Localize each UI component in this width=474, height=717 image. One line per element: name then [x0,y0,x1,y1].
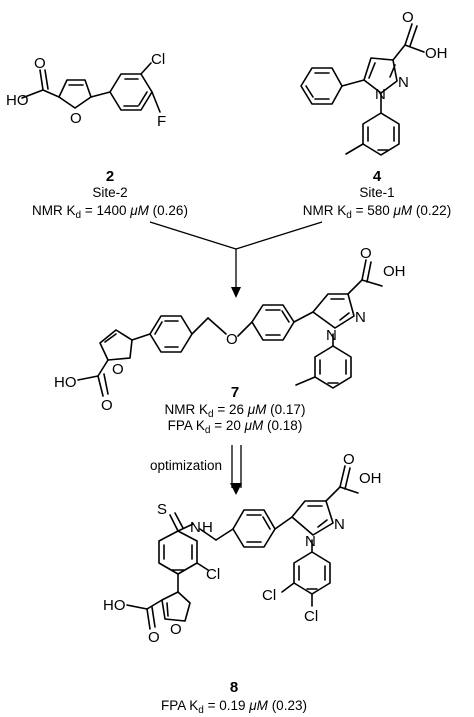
merge-arrow [149,221,323,298]
compound-2-structure [21,62,161,113]
compound-8-structure [126,465,359,630]
compound-2-nmr-kd: NMR Kd = 1400 μM (0.26) [32,203,188,221]
compound-4-id: 4 [373,168,382,185]
atom-label: O [112,361,124,378]
atom-label: N [305,533,316,550]
compound-7-id: 7 [231,384,239,401]
compound-4-structure [300,23,425,156]
atom-label: O [148,629,160,646]
atom-label: Cl [151,51,165,68]
optimization-arrow [230,445,242,495]
compound-7-nmr-kd: NMR Kd = 26 μM (0.17) [165,402,306,420]
atom-label: HO [54,374,77,391]
atom-label: O [101,397,113,414]
atom-label: Cl [304,608,318,625]
atom-label: Cl [206,566,220,583]
atom-label: H [202,519,213,536]
compound-4-nmr-kd: NMR Kd = 580 μM (0.22) [303,203,451,221]
atom-label: N [375,86,386,103]
atom-label: N [398,74,409,91]
atom-label: O [170,621,182,638]
atom-label: N [355,309,366,326]
compound-4-site: Site-1 [359,185,394,200]
atom-label: OH [425,45,448,62]
atom-label: O [70,110,82,127]
atom-label: O [402,9,414,26]
compound-8-fpa-kd: FPA Kd = 0.19 μM (0.23) [161,698,307,716]
compound-7-fpa-kd: FPA Kd = 20 μM (0.18) [168,418,303,436]
atom-label: OH [383,263,406,280]
compound-2-id: 2 [106,168,114,185]
atom-label: HO [6,92,29,109]
compound-8-id: 8 [230,679,238,696]
atom-label: O [226,331,238,348]
optimization-label: optimization [150,458,222,473]
atom-label: O [34,55,46,72]
atom-label: O [360,245,372,262]
atom-label: HO [103,597,126,614]
atom-label: N [190,519,201,536]
atom-label: S [157,501,167,518]
compound-2-site: Site-2 [92,185,127,200]
compound-7-structure [77,259,383,397]
atom-label: N [326,327,337,344]
atom-label: OH [359,470,382,487]
atom-label: O [343,451,355,468]
atom-label: Cl [262,587,276,604]
atom-label: F [157,113,166,130]
atom-label: N [334,516,345,533]
